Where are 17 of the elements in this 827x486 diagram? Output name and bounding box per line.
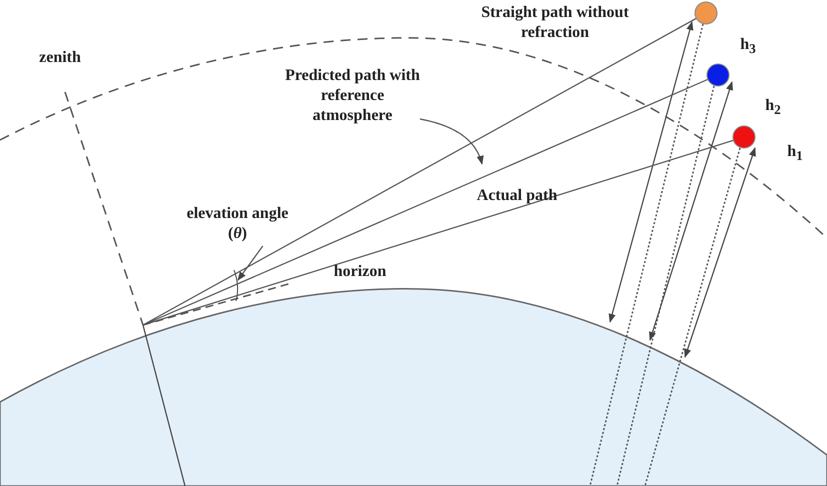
path-label: Actual path [476, 186, 558, 206]
height-label: h$_{2}$ [764, 96, 782, 120]
signal-path [142, 78, 708, 326]
signal-path [142, 18, 697, 326]
callout-text: elevation angle (θ) [180, 204, 295, 244]
height-label: h$_{3}$ [739, 35, 757, 58]
satellite-dot [732, 126, 756, 148]
horizon-label: horizon [332, 262, 388, 282]
leader-line [420, 118, 484, 165]
satellite-dot [706, 64, 730, 86]
height-label: h$_{1}$ [786, 142, 804, 166]
signal-path [142, 140, 734, 326]
callout-text: Predicted path with reference atmosphere [285, 66, 420, 126]
leader-line [237, 246, 264, 281]
direction-label: zenith [38, 48, 82, 68]
satellite-dot [694, 2, 718, 24]
path-label: Straight path without refraction [480, 3, 630, 43]
